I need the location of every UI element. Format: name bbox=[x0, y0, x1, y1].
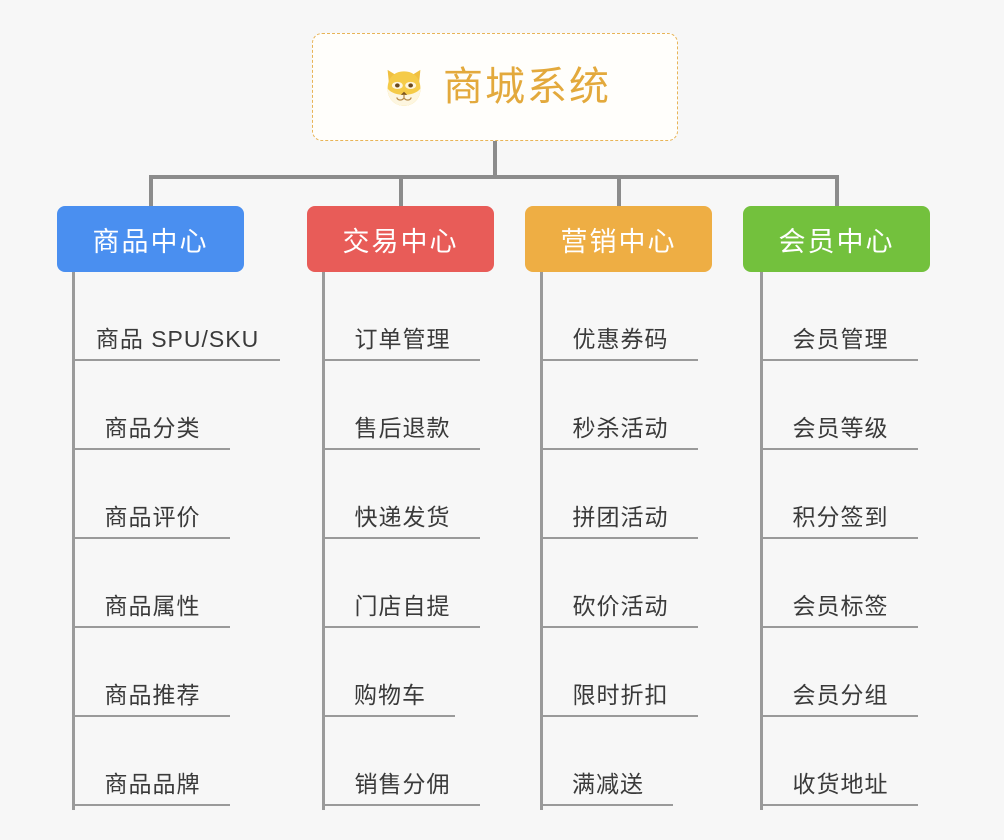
leaf-item[interactable]: 收货地址 bbox=[763, 717, 918, 806]
connector-drop-2 bbox=[399, 175, 403, 206]
leaf-item[interactable]: 销售分佣 bbox=[325, 717, 480, 806]
leaf-item-label: 商品分类 bbox=[104, 414, 201, 441]
leaf-item-label: 秒杀活动 bbox=[572, 414, 669, 441]
connector-drop-4 bbox=[835, 175, 839, 206]
category-label: 营销中心 bbox=[560, 226, 677, 257]
leaf-column-transaction-center: 订单管理 售后退款 快递发货 门店自提 购物车 销售分佣 bbox=[322, 272, 482, 810]
leaf-spine bbox=[540, 272, 543, 810]
connector-root-stem bbox=[493, 141, 497, 177]
leaf-spine bbox=[760, 272, 763, 810]
category-label: 交易中心 bbox=[342, 226, 459, 257]
leaf-item[interactable]: 满减送 bbox=[543, 717, 673, 806]
leaf-item-label: 快递发货 bbox=[354, 503, 451, 530]
leaf-item[interactable]: 购物车 bbox=[325, 628, 455, 717]
leaf-item[interactable]: 商品品牌 bbox=[75, 717, 230, 806]
category-label: 商品中心 bbox=[92, 226, 209, 257]
leaf-item[interactable]: 商品属性 bbox=[75, 539, 230, 628]
leaf-item-label: 商品品牌 bbox=[104, 770, 201, 797]
leaf-item[interactable]: 商品推荐 bbox=[75, 628, 230, 717]
leaf-item[interactable]: 会员标签 bbox=[763, 539, 918, 628]
connector-drop-1 bbox=[149, 175, 153, 206]
leaf-item[interactable]: 砍价活动 bbox=[543, 539, 698, 628]
leaf-item[interactable]: 秒杀活动 bbox=[543, 361, 698, 450]
leaf-item[interactable]: 限时折扣 bbox=[543, 628, 698, 717]
category-box-member-center[interactable]: 会员中心 bbox=[743, 206, 930, 272]
leaf-item-label: 限时折扣 bbox=[572, 681, 669, 708]
leaf-item-label: 会员分组 bbox=[792, 681, 889, 708]
leaf-item[interactable]: 商品评价 bbox=[75, 450, 230, 539]
leaf-item-label: 积分签到 bbox=[792, 503, 889, 530]
leaf-spine bbox=[322, 272, 325, 810]
connector-horizontal-bus bbox=[149, 175, 839, 179]
leaf-item-label: 售后退款 bbox=[354, 414, 451, 441]
leaf-item-label: 商品 SPU/SKU bbox=[95, 325, 260, 352]
leaf-spine bbox=[72, 272, 75, 810]
shiba-inu-dog-face-icon bbox=[387, 69, 421, 106]
leaf-item-label: 销售分佣 bbox=[354, 770, 451, 797]
leaf-item[interactable]: 快递发货 bbox=[325, 450, 480, 539]
category-label: 会员中心 bbox=[778, 226, 895, 257]
leaf-item[interactable]: 门店自提 bbox=[325, 539, 480, 628]
root-node-shop-system[interactable]: 商城系统 bbox=[312, 33, 678, 141]
leaf-item[interactable]: 商品 SPU/SKU bbox=[75, 272, 280, 361]
category-box-product-center[interactable]: 商品中心 bbox=[57, 206, 244, 272]
root-node-label: 商城系统 bbox=[443, 65, 611, 109]
category-box-transaction-center[interactable]: 交易中心 bbox=[307, 206, 494, 272]
leaf-item[interactable]: 会员等级 bbox=[763, 361, 918, 450]
leaf-item[interactable]: 会员分组 bbox=[763, 628, 918, 717]
leaf-column-product-center: 商品 SPU/SKU 商品分类 商品评价 商品属性 商品推荐 商品品牌 bbox=[72, 272, 280, 810]
leaf-item[interactable]: 积分签到 bbox=[763, 450, 918, 539]
leaf-item-label: 商品推荐 bbox=[104, 681, 201, 708]
leaf-item[interactable]: 会员管理 bbox=[763, 272, 918, 361]
leaf-item-label: 购物车 bbox=[354, 681, 426, 708]
leaf-item[interactable]: 售后退款 bbox=[325, 361, 480, 450]
leaf-item[interactable]: 拼团活动 bbox=[543, 450, 698, 539]
leaf-column-member-center: 会员管理 会员等级 积分签到 会员标签 会员分组 收货地址 bbox=[760, 272, 920, 810]
leaf-item-label: 商品评价 bbox=[104, 503, 201, 530]
leaf-item-label: 会员等级 bbox=[792, 414, 889, 441]
leaf-item-label: 会员管理 bbox=[792, 325, 889, 352]
leaf-item-label: 砍价活动 bbox=[572, 592, 669, 619]
leaf-item[interactable]: 订单管理 bbox=[325, 272, 480, 361]
leaf-item-label: 优惠券码 bbox=[572, 325, 669, 352]
leaf-item[interactable]: 商品分类 bbox=[75, 361, 230, 450]
leaf-item-label: 会员标签 bbox=[792, 592, 889, 619]
leaf-item-label: 满减送 bbox=[572, 770, 644, 797]
connector-drop-3 bbox=[617, 175, 621, 206]
leaf-item[interactable]: 优惠券码 bbox=[543, 272, 698, 361]
leaf-item-label: 收货地址 bbox=[792, 770, 889, 797]
leaf-item-label: 商品属性 bbox=[104, 592, 201, 619]
leaf-item-label: 门店自提 bbox=[354, 592, 451, 619]
category-box-marketing-center[interactable]: 营销中心 bbox=[525, 206, 712, 272]
leaf-item-label: 订单管理 bbox=[354, 325, 451, 352]
leaf-column-marketing-center: 优惠券码 秒杀活动 拼团活动 砍价活动 限时折扣 满减送 bbox=[540, 272, 700, 810]
leaf-item-label: 拼团活动 bbox=[572, 503, 669, 530]
